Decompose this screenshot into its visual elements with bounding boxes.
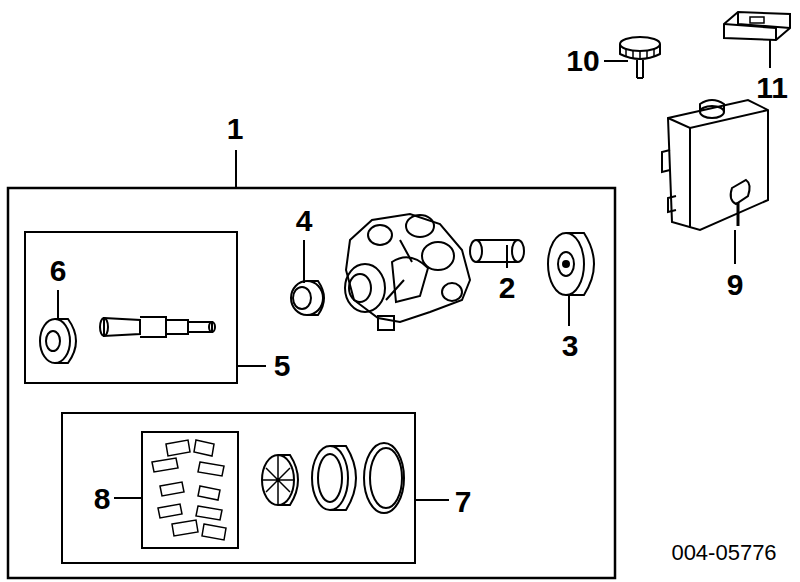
rotor-parts [262, 443, 404, 513]
pin-part [470, 240, 524, 262]
clip-part [724, 12, 790, 40]
callout-number: 4 [296, 206, 313, 236]
callout-number: 1 [227, 114, 244, 144]
cap-part [620, 37, 660, 78]
kit-box [62, 413, 415, 563]
vane-parts [152, 440, 226, 540]
pump-body [345, 214, 470, 330]
shaft-part [100, 317, 215, 337]
pulley-part [548, 233, 594, 295]
callout-number: 10 [566, 46, 599, 76]
callout-number: 2 [499, 273, 516, 303]
seal-part [291, 281, 324, 315]
leader-lines [58, 40, 770, 500]
reservoir-part [662, 100, 768, 230]
callout-number: 8 [94, 484, 111, 514]
callout-number: 3 [562, 331, 579, 361]
callout-number: 9 [727, 270, 744, 300]
assembly-box [8, 188, 615, 578]
callout-number: 5 [274, 351, 291, 381]
callout-number: 6 [50, 256, 67, 286]
kit-box [142, 432, 238, 548]
callout-number: 7 [455, 487, 472, 517]
bearing-part [40, 319, 76, 363]
kit-box [25, 232, 237, 383]
callout-number: 11 [756, 73, 788, 103]
figure-code: 004-05776 [671, 542, 776, 564]
